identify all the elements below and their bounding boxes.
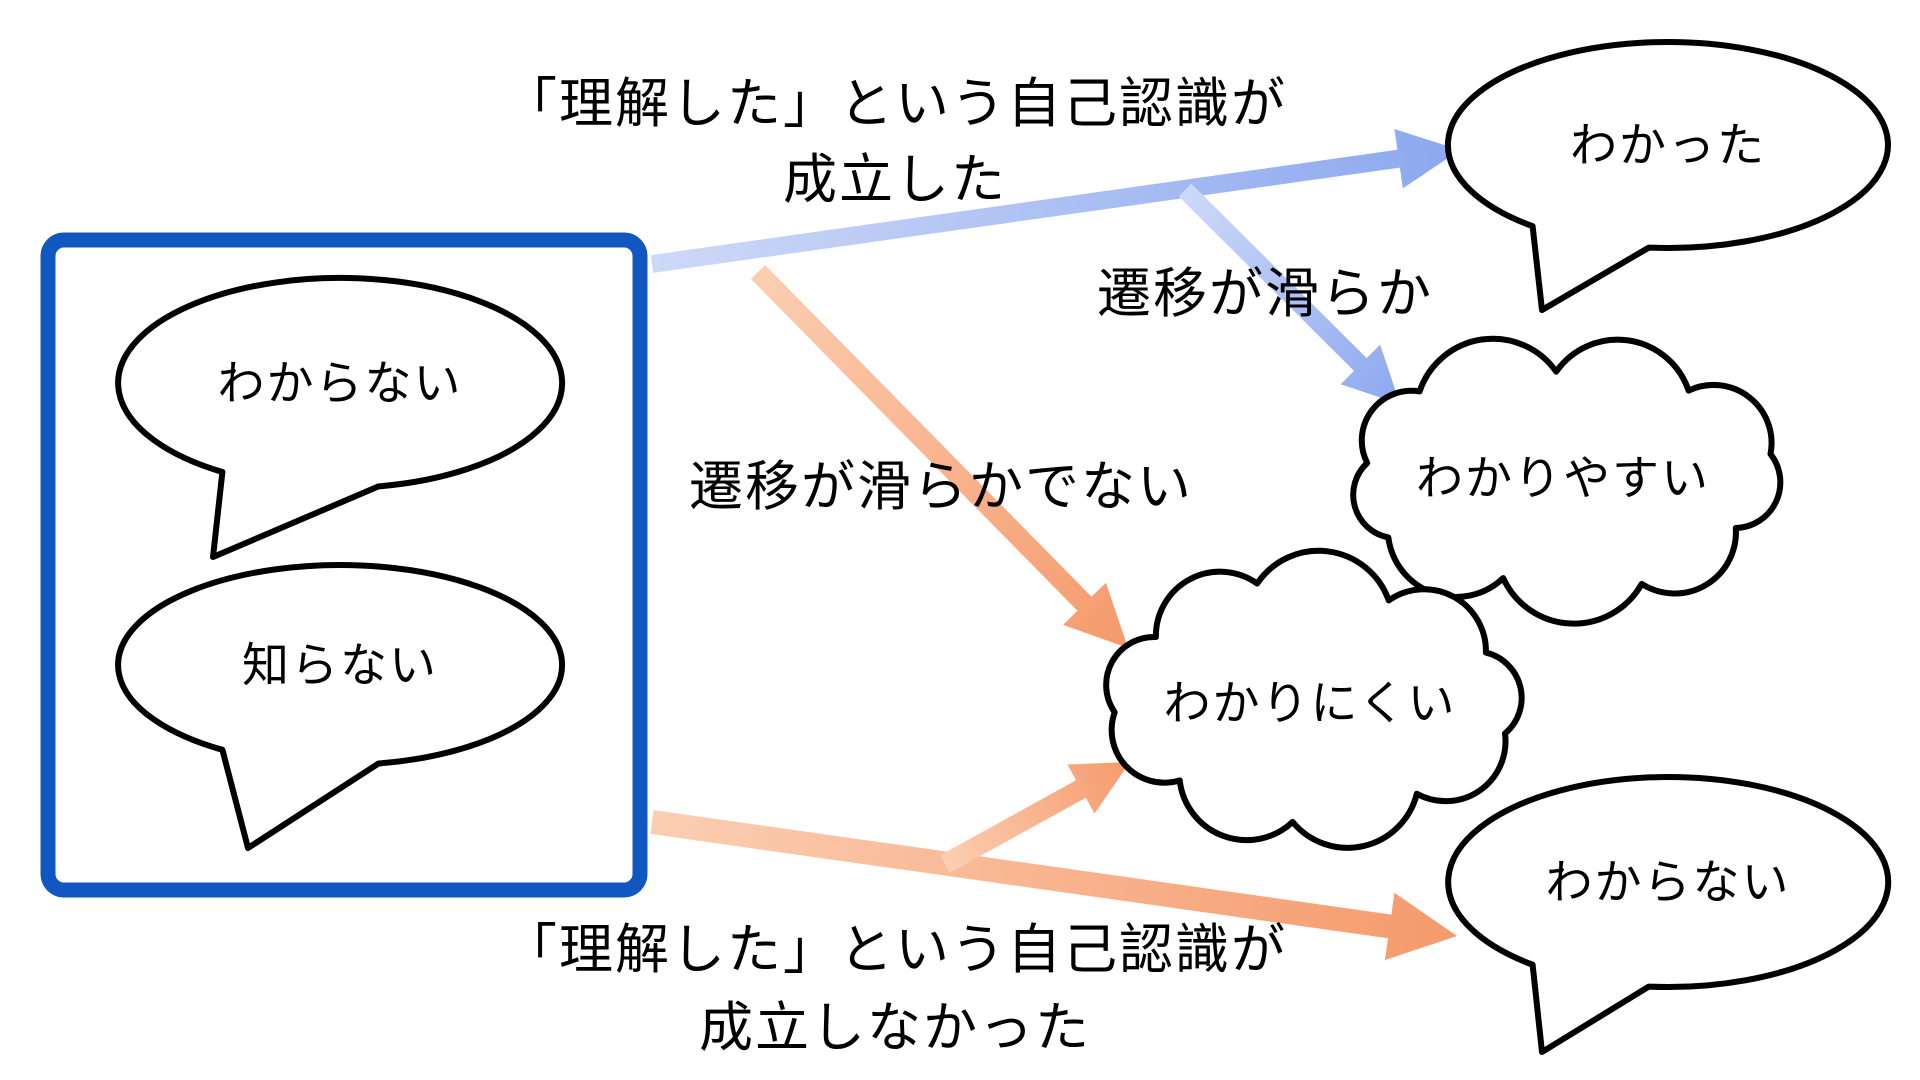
label-smooth-transition: 遷移が滑らか bbox=[1097, 264, 1433, 324]
label-not-established-line1: 「理解した」という自己認識が bbox=[503, 920, 1287, 980]
arrow-not-established bbox=[650, 810, 1457, 961]
label-wakariyasui: わかりやすい bbox=[1416, 452, 1710, 505]
label-not-smooth-transition: 遷移が滑らかでない bbox=[689, 457, 1193, 517]
speech-bubble-wakatta bbox=[1444, 39, 1891, 313]
cloud-wakarinikui bbox=[1103, 547, 1525, 851]
arrow-not-established-branch bbox=[940, 762, 1130, 873]
label-shiranai: 知らない bbox=[242, 639, 438, 692]
label-wakaranai-outcome: わからない bbox=[1546, 856, 1791, 909]
label-established-line1: 「理解した」という自己認識が bbox=[503, 74, 1287, 134]
speech-bubble-shiranai bbox=[115, 562, 566, 851]
arrow-established bbox=[650, 129, 1460, 273]
cloud-wakariyasui bbox=[1350, 335, 1784, 627]
label-wakaranai-source: わからない bbox=[218, 357, 463, 410]
speech-bubble-wakaranai-outcome bbox=[1445, 774, 1892, 1055]
edge-labels: 「理解した」という自己認識が 成立した 遷移が滑らか 遷移が滑らかでない 「理解… bbox=[503, 74, 1433, 1058]
node-labels: わからない 知らない わかった わかりやすい わかりにくい わからない bbox=[218, 119, 1791, 909]
shapes-layer bbox=[115, 39, 1892, 1055]
label-wakarinikui: わかりにくい bbox=[1163, 677, 1456, 730]
arrow-not-smooth bbox=[750, 265, 1128, 648]
label-established-line2: 成立した bbox=[783, 150, 1007, 210]
label-wakatta: わかった bbox=[1570, 119, 1766, 172]
speech-bubble-wakaranai-source bbox=[115, 275, 566, 560]
label-not-established-line2: 成立しなかった bbox=[699, 998, 1091, 1058]
arrow-smooth bbox=[1178, 183, 1400, 404]
arrows-layer bbox=[650, 129, 1460, 961]
